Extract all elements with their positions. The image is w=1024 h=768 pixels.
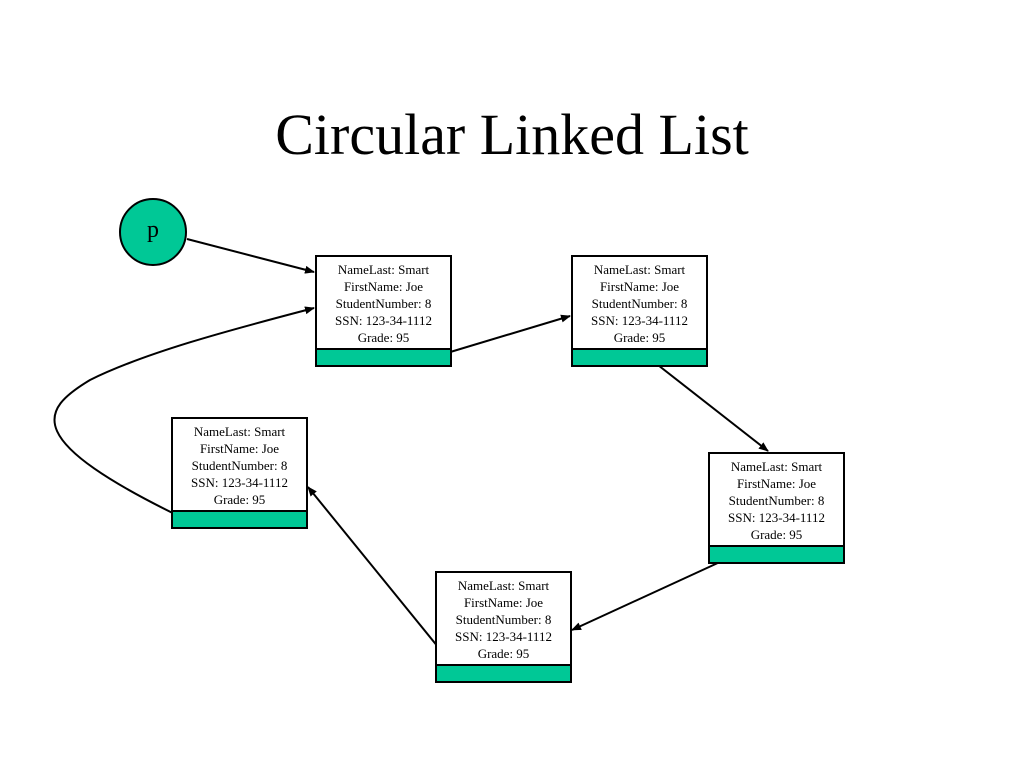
slide-title: Circular Linked List [275,102,749,167]
node-student-number: StudentNumber: 8 [191,458,288,473]
node-grade: Grade: 95 [213,492,266,507]
node-student-number: StudentNumber: 8 [591,296,688,311]
node-grade: Grade: 95 [613,330,666,345]
arrow-node-5-to-node-1 [53,306,315,521]
node-ssn: SSN: 123-34-1112 [728,510,825,525]
node-data-fields: NameLast: Smart FirstName: Joe StudentNu… [173,419,306,510]
arrow-p-to-node-1 [186,238,315,274]
node-first-name: FirstName: Joe [599,279,680,294]
node-first-name: FirstName: Joe [736,476,817,491]
node-student-number: StudentNumber: 8 [728,493,825,508]
node-name-last: NameLast: Smart [457,578,550,593]
node-ssn: SSN: 123-34-1112 [591,313,688,328]
arrow-node-1-to-node-2 [436,314,571,357]
arrow-node-3-to-node-4 [571,555,734,631]
node-next-pointer-field [317,348,450,365]
list-node-3: NameLast: Smart FirstName: Joe StudentNu… [708,452,845,564]
node-first-name: FirstName: Joe [343,279,424,294]
node-first-name: FirstName: Joe [199,441,280,456]
node-grade: Grade: 95 [477,646,530,661]
arrow-node-2-to-node-3 [648,357,769,452]
node-next-pointer-field [710,545,843,562]
node-next-pointer-field [173,510,306,527]
node-data-fields: NameLast: Smart FirstName: Joe StudentNu… [710,454,843,545]
list-node-1: NameLast: Smart FirstName: Joe StudentNu… [315,255,452,367]
node-first-name: FirstName: Joe [463,595,544,610]
node-grade: Grade: 95 [750,527,803,542]
list-node-5: NameLast: Smart FirstName: Joe StudentNu… [171,417,308,529]
node-student-number: StudentNumber: 8 [455,612,552,627]
node-data-fields: NameLast: Smart FirstName: Joe StudentNu… [573,257,706,348]
node-name-last: NameLast: Smart [730,459,823,474]
arrow-node-4-to-node-5 [307,486,461,675]
node-next-pointer-field [437,664,570,681]
node-name-last: NameLast: Smart [593,262,686,277]
node-name-last: NameLast: Smart [193,424,286,439]
node-ssn: SSN: 123-34-1112 [191,475,288,490]
node-data-fields: NameLast: Smart FirstName: Joe StudentNu… [317,257,450,348]
list-node-2: NameLast: Smart FirstName: Joe StudentNu… [571,255,708,367]
pointer-label: p [147,217,159,243]
pointer-p: p [119,198,187,266]
node-grade: Grade: 95 [357,330,410,345]
node-student-number: StudentNumber: 8 [335,296,432,311]
node-next-pointer-field [573,348,706,365]
node-ssn: SSN: 123-34-1112 [455,629,552,644]
node-name-last: NameLast: Smart [337,262,430,277]
list-node-4: NameLast: Smart FirstName: Joe StudentNu… [435,571,572,683]
node-data-fields: NameLast: Smart FirstName: Joe StudentNu… [437,573,570,664]
node-ssn: SSN: 123-34-1112 [335,313,432,328]
